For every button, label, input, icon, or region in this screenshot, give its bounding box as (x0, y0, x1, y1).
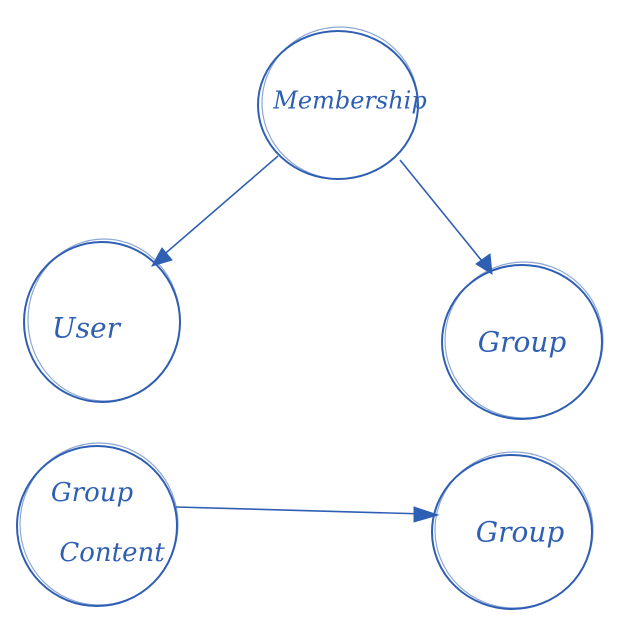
node-group-bottom: Group (431, 451, 594, 610)
node-label-membership: Membership (272, 87, 426, 115)
arrow-head-icon (413, 506, 440, 523)
edge-line (159, 155, 279, 259)
node-circle-outline (261, 26, 419, 180)
node-circle (16, 445, 178, 607)
node-circle (441, 264, 603, 420)
node-circle (431, 454, 593, 610)
node-label-group-content-line1: Group (51, 478, 134, 508)
edge-line (175, 506, 427, 515)
arrow-head-icon (475, 253, 493, 275)
node-membership: Membership (257, 26, 427, 180)
node-label-group-top: Group (478, 326, 567, 359)
node-label-user: User (52, 312, 122, 345)
node-label-group-bottom: Group (476, 516, 565, 549)
edge-groupcontent-to-group (175, 506, 440, 523)
node-circle-outline (444, 261, 604, 419)
edge-membership-to-user (150, 155, 279, 267)
node-label-group-content-line2: Content (59, 538, 165, 568)
edge-membership-to-group (399, 159, 493, 275)
node-user: User (23, 238, 181, 403)
node-circle-outline (19, 442, 179, 606)
node-circle-outline (434, 451, 594, 609)
node-circle-outline (27, 238, 181, 402)
node-group-top: Group (441, 261, 604, 420)
node-group-content: Group Content (16, 442, 179, 607)
edge-line (399, 159, 487, 267)
